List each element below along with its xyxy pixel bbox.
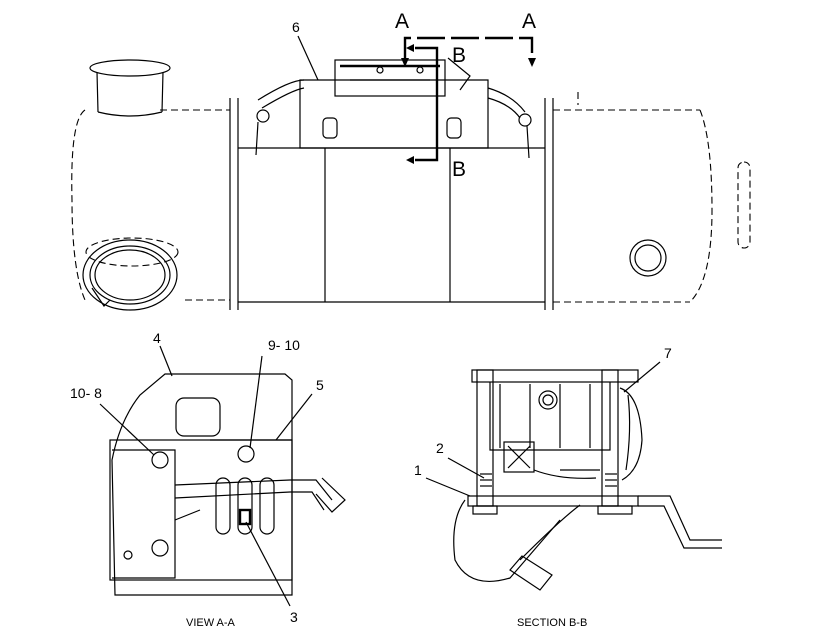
section-bb-caption: SECTION B-B	[517, 617, 587, 629]
callout-5: 5	[316, 377, 324, 393]
view-aa-caption: VIEW A-A	[186, 617, 236, 629]
section-a-a-cutline	[401, 36, 536, 67]
filler-neck	[89, 59, 171, 117]
tank-assembly-view: A A B B 6	[71, 10, 751, 311]
callout-9-10: 9- 10	[268, 337, 300, 353]
callout-1: 1	[414, 462, 422, 478]
callout-3: 3	[290, 609, 298, 625]
leader-1	[425, 477, 471, 497]
view-a-a: 4 9- 10 5 10- 8 3 VIEW A-A	[70, 330, 346, 629]
leader-10-8	[99, 403, 155, 456]
hose-clamp	[82, 237, 179, 311]
mounting-bracket	[255, 57, 532, 159]
leader-5	[275, 393, 313, 441]
section-b-label-top: B	[452, 44, 466, 67]
section-b-b: 7 2 1 SECTION B-B	[414, 345, 722, 629]
leader-6	[297, 35, 319, 81]
leader-4	[159, 345, 173, 377]
leader-7	[623, 361, 661, 393]
view-a-label-right: A	[522, 10, 536, 33]
callout-4: 4	[153, 330, 161, 346]
callout-6: 6	[292, 19, 300, 35]
callout-7: 7	[664, 345, 672, 361]
side-strap	[737, 161, 751, 249]
section-b-b-cutline	[406, 44, 439, 164]
drain-plug	[629, 239, 667, 277]
leader-2	[447, 457, 485, 479]
callout-10-8: 10- 8	[70, 385, 102, 401]
section-b-label-bottom: B	[452, 158, 466, 181]
leader-3	[245, 521, 291, 607]
callout-2: 2	[436, 440, 444, 456]
view-a-label-left: A	[395, 10, 409, 33]
leader-9-10	[249, 355, 263, 449]
